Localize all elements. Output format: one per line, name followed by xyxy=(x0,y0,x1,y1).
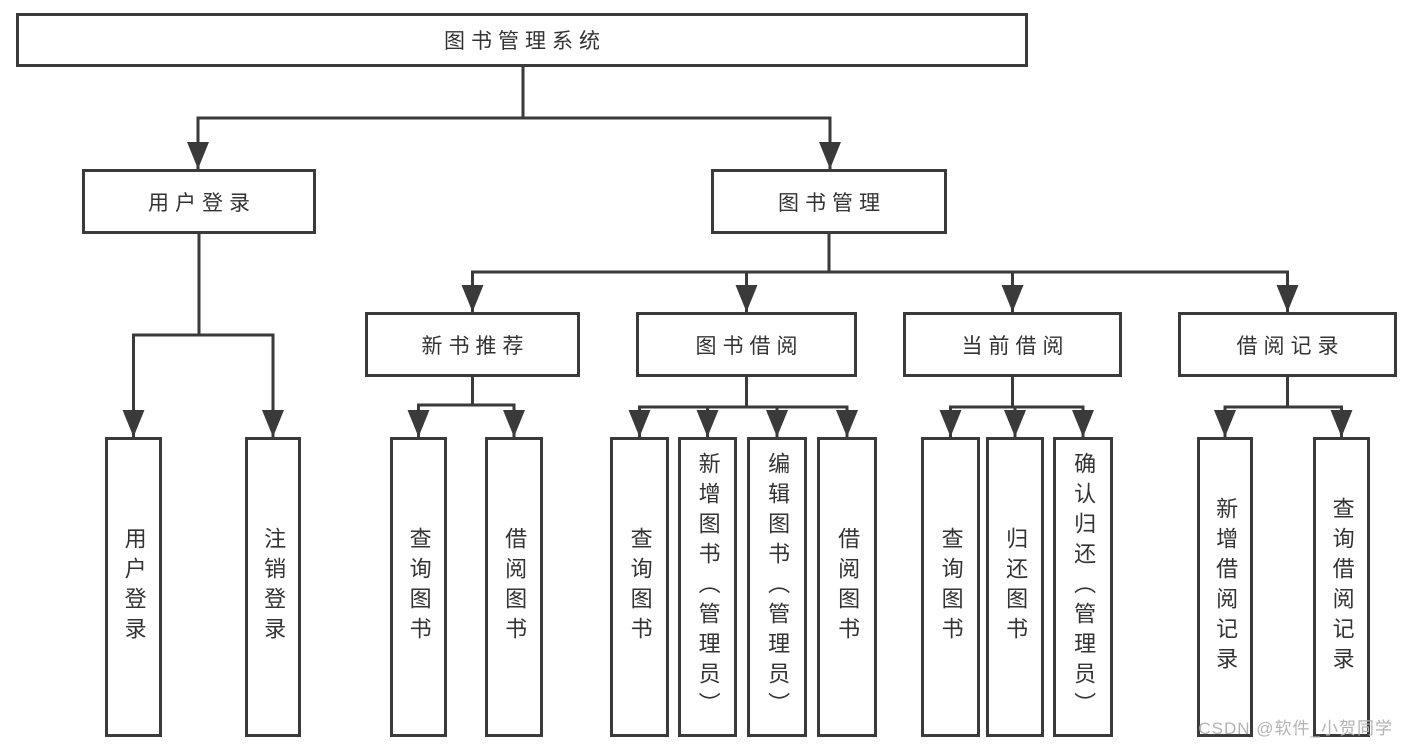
leaf-edit-book-admin: 编辑图书（管理员） xyxy=(747,437,807,737)
leaf-query-books-recommend: 查询图书 xyxy=(390,437,447,737)
leaf-confirm-return-admin: 确认归还（管理员） xyxy=(1053,437,1113,737)
edge-bookmgmt-fork xyxy=(461,270,1299,312)
edge-borrow-fork xyxy=(628,405,858,437)
leaf-return-book: 归还图书 xyxy=(986,437,1044,737)
node-book-management-label: 图书管理 xyxy=(778,191,886,215)
leaf-query-books-borrow: 查询图书 xyxy=(610,437,669,737)
leaf-borrow-books-recommend-label: 借阅图书 xyxy=(502,527,528,647)
leaf-user-login: 用户登录 xyxy=(105,437,162,737)
leaf-query-books-borrow-label: 查询图书 xyxy=(627,527,653,647)
leaf-add-borrow-record-label: 新增借阅记录 xyxy=(1213,497,1239,677)
leaf-borrow-books-recommend: 借阅图书 xyxy=(485,437,543,737)
node-user-login-label: 用户登录 xyxy=(148,191,256,215)
node-user-login: 用户登录 xyxy=(82,169,316,234)
edge-records-fork xyxy=(1214,405,1353,437)
leaf-user-login-label: 用户登录 xyxy=(121,527,147,647)
node-borrow-records: 借阅记录 xyxy=(1178,312,1397,377)
node-book-management: 图书管理 xyxy=(711,169,947,234)
leaf-borrow-books: 借阅图书 xyxy=(817,437,877,737)
leaf-add-borrow-record: 新增借阅记录 xyxy=(1197,437,1253,737)
leaf-query-books-recommend-label: 查询图书 xyxy=(406,527,432,647)
node-borrow-records-label: 借阅记录 xyxy=(1236,334,1345,358)
watermark: CSDN @软件_小贺同学 xyxy=(1198,719,1393,738)
leaf-confirm-return-admin-label: 确认归还（管理员） xyxy=(1071,452,1097,722)
edge-root-fork xyxy=(187,116,841,169)
edge-newbook-fork xyxy=(407,403,525,437)
leaf-borrow-books-label: 借阅图书 xyxy=(835,527,861,647)
leaf-return-book-label: 归还图书 xyxy=(1003,527,1029,647)
node-current-borrow: 当前借阅 xyxy=(903,312,1122,377)
edge-userlogin-fork xyxy=(122,333,284,437)
leaf-query-borrow-record: 查询借阅记录 xyxy=(1313,437,1370,737)
node-new-book-recommend-label: 新书推荐 xyxy=(421,334,530,358)
leaf-logout-label: 注销登录 xyxy=(261,527,287,647)
leaf-edit-book-admin-label: 编辑图书（管理员） xyxy=(765,452,791,722)
leaf-query-books-current-label: 查询图书 xyxy=(938,527,964,647)
leaf-add-book-admin-label: 新增图书（管理员） xyxy=(695,452,721,722)
node-book-borrow-label: 图书借阅 xyxy=(695,334,804,358)
leaf-logout: 注销登录 xyxy=(245,437,301,737)
leaf-query-books-current: 查询图书 xyxy=(921,437,980,737)
node-book-borrow: 图书借阅 xyxy=(636,312,857,377)
node-new-book-recommend: 新书推荐 xyxy=(365,312,580,377)
node-current-borrow-label: 当前借阅 xyxy=(961,334,1070,358)
edge-current-fork xyxy=(939,405,1094,437)
node-root-label: 图书管理系统 xyxy=(444,30,606,53)
leaf-query-borrow-record-label: 查询借阅记录 xyxy=(1329,497,1355,677)
leaf-add-book-admin: 新增图书（管理员） xyxy=(678,437,737,737)
connector-group xyxy=(122,67,1353,437)
node-root: 图书管理系统 xyxy=(16,13,1028,67)
